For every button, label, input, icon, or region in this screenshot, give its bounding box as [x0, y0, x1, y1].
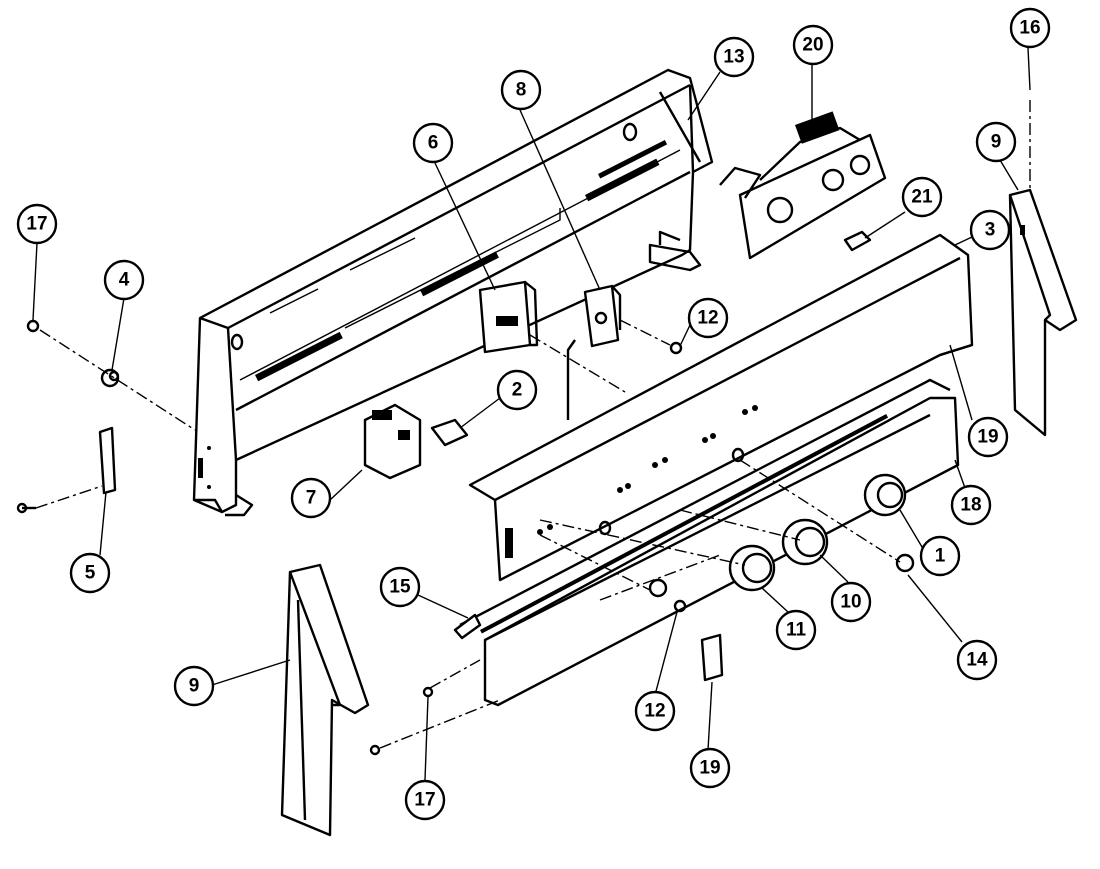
callout-label: 18: [960, 495, 981, 516]
knob-group: [539, 459, 915, 613]
selector-switch: [363, 403, 422, 480]
thermostat-component: [529, 284, 683, 420]
callout-label: 11: [786, 620, 807, 641]
callout-7: 7: [290, 477, 332, 519]
front-control-panel: [468, 233, 974, 582]
callout-6: 6: [412, 122, 454, 164]
callout-17-left: 17: [16, 203, 58, 245]
right-endcap: [1008, 100, 1078, 437]
callout-15: 15: [379, 566, 421, 608]
rocker-switch: [430, 418, 469, 447]
callout-19-upper: 19: [967, 416, 1009, 458]
callout-11: 11: [775, 609, 817, 651]
clock-timer-component: [719, 111, 887, 260]
callout-label: 19: [977, 427, 998, 448]
rear-control-panel: [192, 68, 714, 517]
lower-fastener-group: [369, 613, 501, 756]
callout-1: 1: [919, 535, 961, 577]
callout-8: 8: [500, 69, 542, 111]
relay-component: [478, 280, 539, 354]
callout-9-left: 9: [173, 665, 215, 707]
callout-label: 1: [935, 546, 946, 567]
callout-4: 4: [103, 259, 145, 301]
callout-label: 3: [985, 220, 996, 241]
callout-5: 5: [69, 552, 111, 594]
callout-18: 18: [950, 484, 992, 526]
callout-16: 16: [1009, 7, 1051, 49]
callout-label: 13: [723, 47, 744, 68]
left-endcap: [280, 563, 370, 837]
callout-9-right: 9: [975, 121, 1017, 163]
callout-label: 14: [966, 650, 988, 671]
callout-label: 20: [802, 35, 823, 56]
callout-label: 8: [516, 80, 527, 101]
leader-lines: [32, 47, 1031, 781]
callout-label: 2: [512, 380, 523, 401]
callout-label: 9: [189, 676, 200, 697]
callout-14: 14: [956, 639, 998, 681]
callout-label: 12: [644, 701, 665, 722]
left-fastener-group: [16, 319, 196, 514]
callout-label: 19: [699, 758, 720, 779]
callout-12-lower: 12: [634, 690, 676, 732]
callout-19-lower: 19: [689, 747, 731, 789]
callout-label: 4: [119, 270, 130, 291]
callout-label: 16: [1019, 18, 1040, 39]
callout-label: 5: [85, 563, 96, 584]
callout-20: 20: [792, 24, 834, 66]
callout-label: 9: [991, 132, 1002, 153]
callout-2: 2: [496, 369, 538, 411]
callout-21: 21: [901, 176, 943, 218]
lower-trim-panel: [459, 378, 960, 707]
callout-label: 7: [306, 488, 317, 509]
callout-12-upper: 12: [687, 297, 729, 339]
callout-label: 17: [26, 214, 47, 235]
callout-13: 13: [713, 36, 755, 78]
callout-label: 21: [911, 187, 933, 208]
callout-10: 10: [830, 581, 872, 623]
callout-label: 10: [840, 592, 861, 613]
callout-label: 15: [389, 577, 411, 598]
lower-switch-component: [700, 633, 724, 682]
callout-label: 12: [697, 308, 718, 329]
callout-label: 6: [428, 133, 439, 154]
callout-17-lower: 17: [404, 779, 446, 821]
callout-label: 17: [414, 790, 435, 811]
callout-3: 3: [969, 209, 1011, 251]
